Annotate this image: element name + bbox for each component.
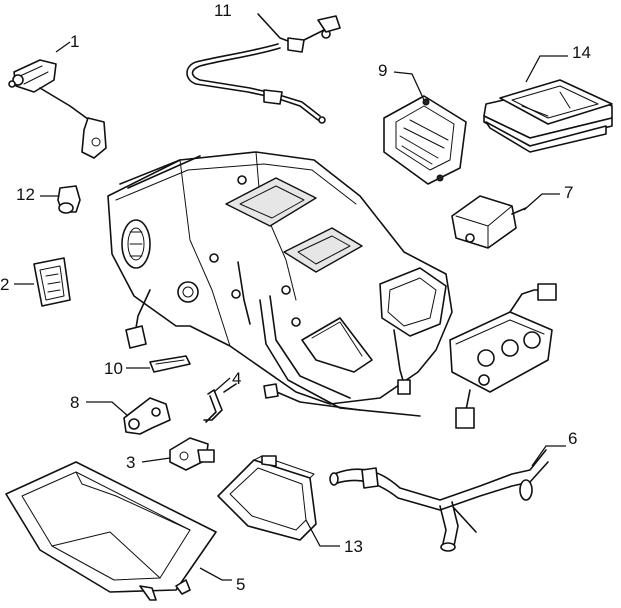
callout-13: 13 — [344, 537, 363, 556]
part-13-blower-housing — [217, 455, 340, 547]
part-7-actuator — [451, 193, 560, 249]
control-panel — [449, 283, 557, 429]
callout-2: 2 — [0, 275, 9, 294]
part-9-vent-grille — [383, 71, 467, 185]
part-2-switch — [14, 257, 71, 307]
callout-14: 14 — [572, 43, 591, 62]
callout-9: 9 — [378, 61, 387, 80]
part-5-tray — [5, 461, 232, 601]
callout-7: 7 — [564, 183, 573, 202]
part-3-fitting — [141, 437, 215, 471]
callout-12: 12 — [16, 185, 35, 204]
part-14-lid — [483, 55, 613, 153]
part-6-hose — [329, 445, 566, 552]
callout-5: 5 — [236, 575, 245, 594]
heater-housing-assembly — [107, 151, 453, 417]
part-1-bracket-wire — [8, 41, 107, 159]
part-4-wire-clip — [203, 377, 237, 423]
callout-1: 1 — [70, 32, 79, 51]
part-10-strip — [126, 355, 191, 373]
part-12-knob — [40, 185, 81, 214]
callout-6: 6 — [568, 429, 577, 448]
callout-3: 3 — [126, 453, 135, 472]
part-11-cable — [186, 13, 341, 124]
callout-10: 10 — [104, 359, 123, 378]
callout-11: 11 — [214, 1, 232, 20]
callout-4: 4 — [232, 369, 241, 388]
part-8-lever-bracket — [86, 397, 171, 435]
callout-8: 8 — [70, 393, 79, 412]
